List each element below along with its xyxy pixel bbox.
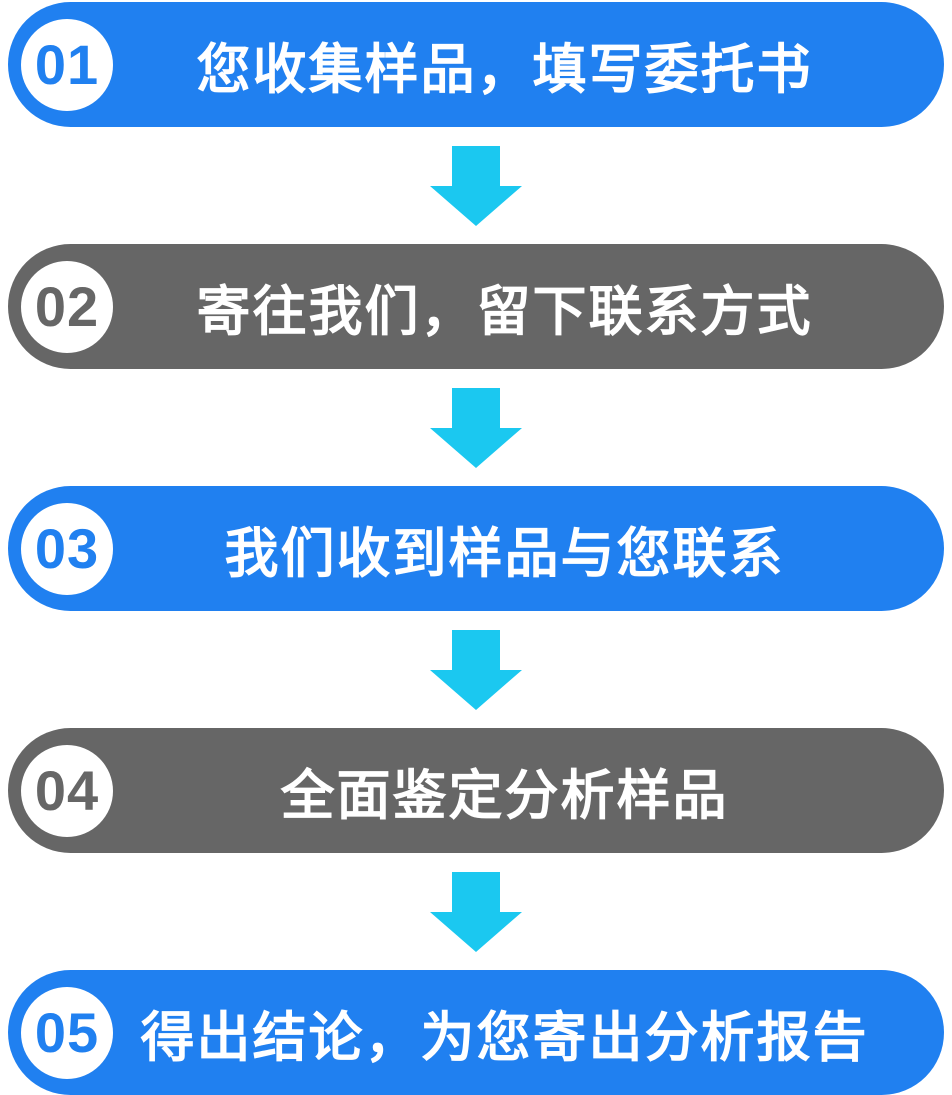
step-4-label: 全面鉴定分析样品	[280, 766, 729, 826]
down-arrow-shape	[430, 871, 522, 952]
down-arrow-icon	[430, 629, 522, 710]
down-arrow-shape	[430, 629, 522, 710]
step-5-label: 得出结论，为您寄出分析报告	[140, 1008, 869, 1068]
step-3-number-badge: 03	[21, 502, 113, 595]
flow-arrow-3	[0, 629, 952, 710]
step-pill-5: 05 得出结论，为您寄出分析报告	[8, 970, 944, 1095]
down-arrow-icon	[430, 387, 522, 468]
step-5-number-badge: 05	[21, 986, 113, 1079]
down-arrow-shape	[430, 387, 522, 468]
down-arrow-icon	[430, 871, 522, 952]
step-1-number-badge: 01	[21, 18, 113, 111]
step-2-number: 02	[34, 274, 100, 338]
step-4-number-badge: 04	[21, 744, 113, 837]
step-5-number: 05	[34, 1000, 100, 1064]
flow-arrow-2	[0, 387, 952, 468]
step-pill-4: 04 全面鉴定分析样品	[8, 728, 944, 853]
step-pill-2: 02 寄往我们，留下联系方式	[8, 244, 944, 369]
down-arrow-shape	[430, 145, 522, 226]
step-1-label: 您收集样品，填写委托书	[196, 40, 813, 100]
step-1-number: 01	[34, 32, 100, 96]
step-4-number: 04	[34, 758, 100, 822]
step-pill-3: 03 我们收到样品与您联系	[8, 486, 944, 611]
down-arrow-icon	[430, 145, 522, 226]
step-pill-1: 01 您收集样品，填写委托书	[8, 2, 944, 127]
flow-arrow-1	[0, 145, 952, 226]
step-2-number-badge: 02	[21, 260, 113, 353]
step-3-number: 03	[34, 516, 100, 580]
step-2-label: 寄往我们，留下联系方式	[196, 282, 813, 342]
step-3-label: 我们收到样品与您联系	[224, 524, 785, 584]
flow-arrow-4	[0, 871, 952, 952]
